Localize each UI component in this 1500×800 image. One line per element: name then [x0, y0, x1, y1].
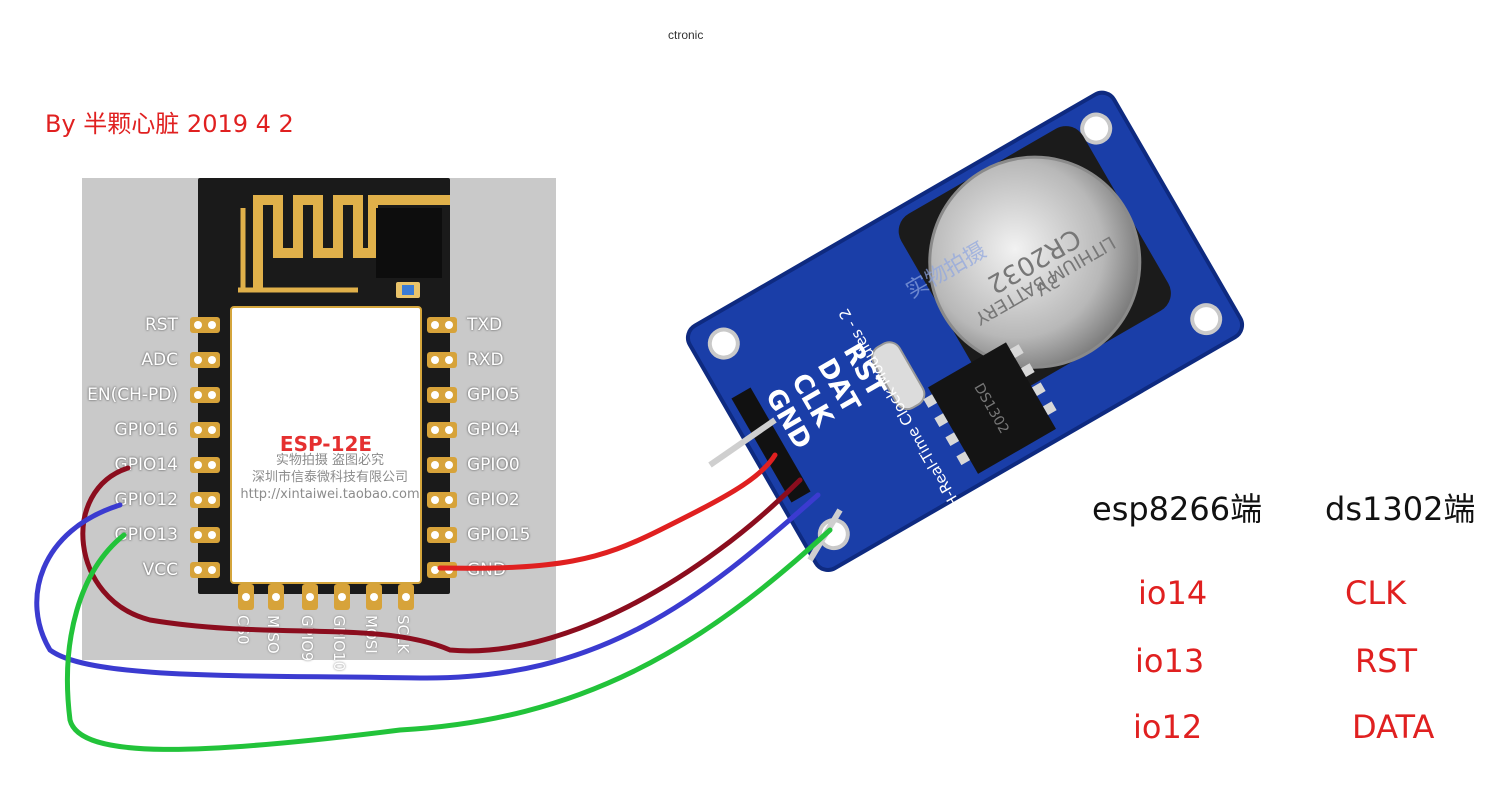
pin-label-vcc: VCC: [142, 560, 178, 580]
pin-label-gpio5: GPIO5: [467, 385, 520, 405]
pin-label-en: EN(CH-PD): [87, 385, 178, 405]
wire-gpio12-dat: [34, 492, 821, 681]
pin-label-gpio13: GPIO13: [114, 525, 178, 545]
esp-chip: [376, 208, 442, 278]
mapping-ds-pin: CLK: [1345, 574, 1407, 612]
antenna-trace: [238, 195, 450, 293]
mapping-esp-pin: io13: [1135, 642, 1205, 680]
pin-label-rxd: RXD: [467, 350, 504, 370]
pin-pad-en: [190, 387, 220, 403]
pin-label-gpio15: GPIO15: [467, 525, 531, 545]
pin-pad-gpio4: [427, 422, 457, 438]
top-caption: ctronic: [668, 28, 704, 42]
pin-label-txd: TXD: [467, 315, 503, 335]
wire-gnd-vcc: [437, 452, 778, 571]
pin-label-gpio9: GPIO9: [298, 615, 316, 662]
mapping-esp-pin: io12: [1133, 708, 1203, 746]
pin-pad-gpio15: [427, 527, 457, 543]
pin-pad-gpio2: [427, 492, 457, 508]
pin-pad-mosi: [366, 584, 382, 610]
pin-pad-adc: [190, 352, 220, 368]
coin-battery: [928, 155, 1142, 369]
esp-watermark: 实物拍摄 盗图必究 深圳市信泰微科技有限公司 http://xintaiwei.…: [215, 452, 445, 503]
pin-pad-cs0: [238, 584, 254, 610]
esp-module-name: ESP-12E: [279, 432, 373, 456]
pin-pad-vcc: [190, 562, 220, 578]
pin-pad-sclk: [398, 584, 414, 610]
pin-pad-gpio12: [190, 492, 220, 508]
mount-hole: [1190, 303, 1223, 336]
pin-pad-gpio16: [190, 422, 220, 438]
pin-label-gpio4: GPIO4: [467, 420, 520, 440]
pin-label-gpio10: GPIO10: [330, 615, 348, 671]
pin-label-sclk: SCLK: [394, 615, 412, 654]
pin-pad-gpio0: [427, 457, 457, 473]
crystal: [871, 341, 926, 411]
mount-hole: [1080, 112, 1113, 145]
mapping-ds-pin: DATA: [1352, 708, 1435, 746]
pin-label-miso: MISO: [264, 615, 282, 654]
esp-watermark-line: 实物拍摄 盗图必究: [275, 453, 385, 468]
pin-pad-rst: [190, 317, 220, 333]
pin-label-gpio12: GPIO12: [114, 490, 178, 510]
mapping-header-left: esp8266端: [1092, 490, 1263, 528]
pin-pad-rxd: [427, 352, 457, 368]
pin-pad-gpio5: [427, 387, 457, 403]
pin-label-rst: RST: [145, 315, 178, 335]
ds1302-chip: [928, 342, 1056, 474]
wire-gpio13-rst: [65, 527, 833, 752]
ds1302-module: LITHIUM BATTERY CR2032 3V DS1302 VCC GND…: [685, 90, 1245, 572]
mount-hole: [707, 327, 740, 360]
mapping-ds-pin: RST: [1355, 642, 1418, 680]
wire-gpio14-clk: [80, 465, 803, 654]
pin-label-gpio0: GPIO0: [467, 455, 520, 475]
mapping-esp-pin: io14: [1138, 574, 1208, 612]
pin-pad-gpio13: [190, 527, 220, 543]
mapping-header-right: ds1302端: [1325, 490, 1476, 528]
esp-led-lens: [402, 285, 414, 295]
pin-label-gpio14: GPIO14: [114, 455, 178, 475]
pin-pad-gpio9: [302, 584, 318, 610]
pin-pad-gpio10: [334, 584, 350, 610]
esp-watermark-line: 深圳市信泰微科技有限公司: [251, 470, 408, 485]
esp-watermark-line: http://xintaiwei.taobao.com: [240, 487, 420, 502]
pin-pad-txd: [427, 317, 457, 333]
author-note: By 半颗心脏 2019 4 2: [45, 110, 294, 138]
pin-label-adc: ADC: [141, 350, 178, 370]
pin-label-gpio16: GPIO16: [114, 420, 178, 440]
pin-label-gpio2: GPIO2: [467, 490, 520, 510]
pin-pad-miso: [268, 584, 284, 610]
pin-pad-gpio14: [190, 457, 220, 473]
esp-shield-can: [230, 306, 422, 584]
